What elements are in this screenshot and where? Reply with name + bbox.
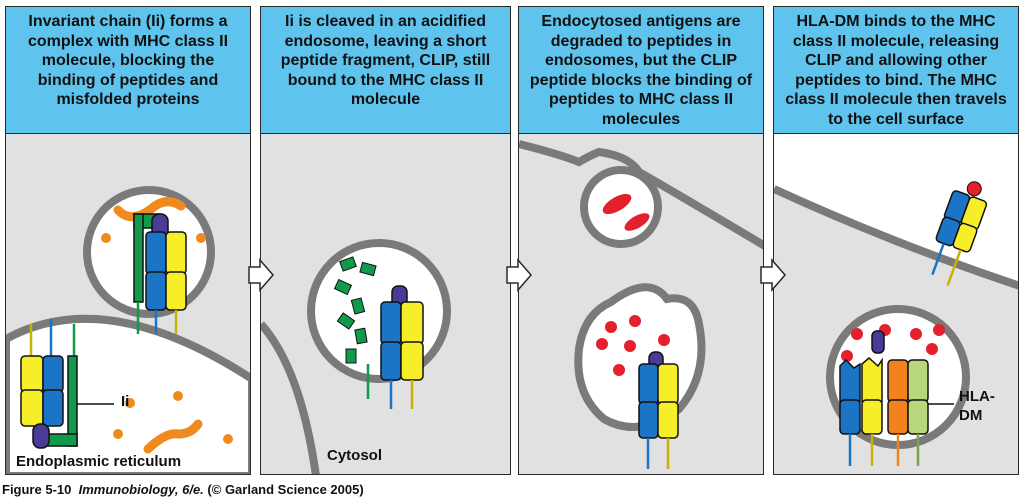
panel-3: Endocytosed antigens are degraded to pep… <box>518 6 764 475</box>
mhc-complex-er <box>20 319 114 449</box>
antigen <box>602 193 632 215</box>
panel-4-header: HLA-DM binds to the MHC class II molecul… <box>774 7 1018 134</box>
ii-label: Ii <box>121 393 130 410</box>
mhc-with-clip <box>638 351 679 469</box>
orange-dot <box>113 429 123 439</box>
panel-2: Ii is cleaved in an acidified endosome, … <box>260 6 511 475</box>
panel-1-text: Invariant chain (Ii) forms a complex wit… <box>27 13 229 108</box>
panel-4: HLA-DM binds to the MHC class II molecul… <box>773 6 1019 475</box>
panel-3-text: Endocytosed antigens are degraded to pep… <box>529 13 753 128</box>
hla-dm-label-2: DM <box>959 407 983 424</box>
panel-2-header: Ii is cleaved in an acidified endosome, … <box>261 7 510 134</box>
figure-caption: Figure 5-10 Immunobiology, 6/e. (© Garla… <box>2 482 364 497</box>
figure-number: Figure 5-10 <box>2 482 72 497</box>
cell-membrane <box>519 140 763 250</box>
mhc-surface <box>931 181 988 286</box>
cytosol-label: Cytosol <box>327 447 383 464</box>
arrow-right-icon <box>248 258 274 292</box>
panel-1-scene <box>6 186 250 474</box>
mhc-with-clip <box>366 285 424 409</box>
orange-dot <box>101 233 111 243</box>
antigen <box>624 213 650 231</box>
peptides <box>596 315 670 376</box>
misfolded-protein <box>113 197 186 222</box>
orange-dot <box>125 398 135 408</box>
panel-1: Invariant chain (Ii) forms a complex wit… <box>5 6 251 475</box>
orange-dot <box>196 233 206 243</box>
arrow-right-icon <box>760 258 786 292</box>
cell-membrane <box>774 185 1018 290</box>
er-label: Endoplasmic reticulum <box>16 453 182 470</box>
panel-1-header: Invariant chain (Ii) forms a complex wit… <box>6 7 250 134</box>
panel-4-scene <box>774 134 1018 466</box>
hla-dm-label-1: HLA- <box>959 388 995 405</box>
book-title: Immunobiology, 6/e. <box>78 482 204 497</box>
orange-dot <box>173 391 183 401</box>
panel-4-text: HLA-DM binds to the MHC class II molecul… <box>785 13 1007 128</box>
panel-3-header: Endocytosed antigens are degraded to pep… <box>519 7 763 134</box>
arrow-right-icon <box>506 258 532 292</box>
panel-2-text: Ii is cleaved in an acidified endosome, … <box>280 13 491 108</box>
mhc-complex-vesicle <box>133 213 187 334</box>
panel-2-scene <box>261 239 451 474</box>
misfolded-protein-er <box>143 419 203 454</box>
membrane <box>261 321 320 474</box>
invariant-fragments <box>333 256 377 364</box>
hla-dm-complex <box>839 330 954 466</box>
panel-3-scene <box>519 140 763 469</box>
vesicle <box>307 239 451 383</box>
orange-dot <box>223 434 233 444</box>
copyright: (© Garland Science 2005) <box>207 482 364 497</box>
